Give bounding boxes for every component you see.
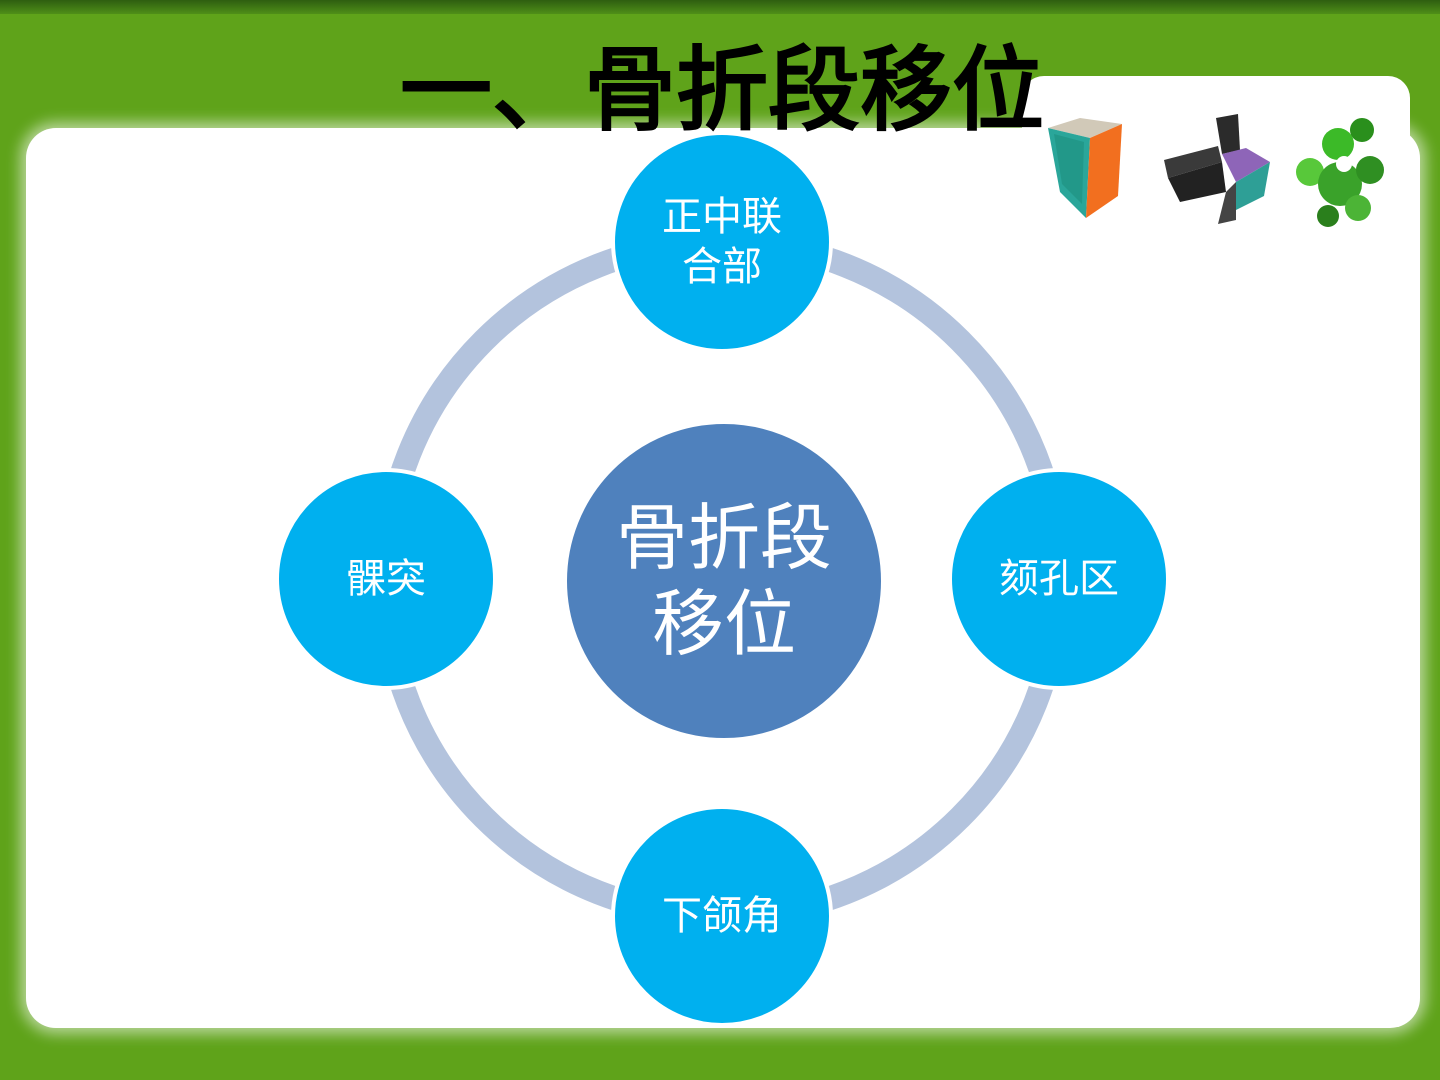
puzzle-icon [1296,118,1384,227]
node-bottom-label: 下颌角 [662,893,782,939]
node-right-label: 颏孔区 [999,556,1119,602]
node-top: 正中联 合部 [611,131,833,353]
node-left-label: 髁突 [346,556,426,602]
center-node-label: 骨折段 移位 [615,496,832,666]
node-bottom: 下颌角 [611,805,833,1027]
slide-title: 一、骨折段移位 [400,37,1045,144]
cube-icon [1048,118,1122,218]
top-border-strip [0,0,1440,14]
node-top-label: 正中联 合部 [662,194,782,290]
center-node: 骨折段 移位 [563,420,885,742]
cross-shape-icon [1164,114,1270,224]
node-left: 髁突 [275,468,497,690]
node-right: 颏孔区 [948,468,1170,690]
logo [1048,114,1384,227]
